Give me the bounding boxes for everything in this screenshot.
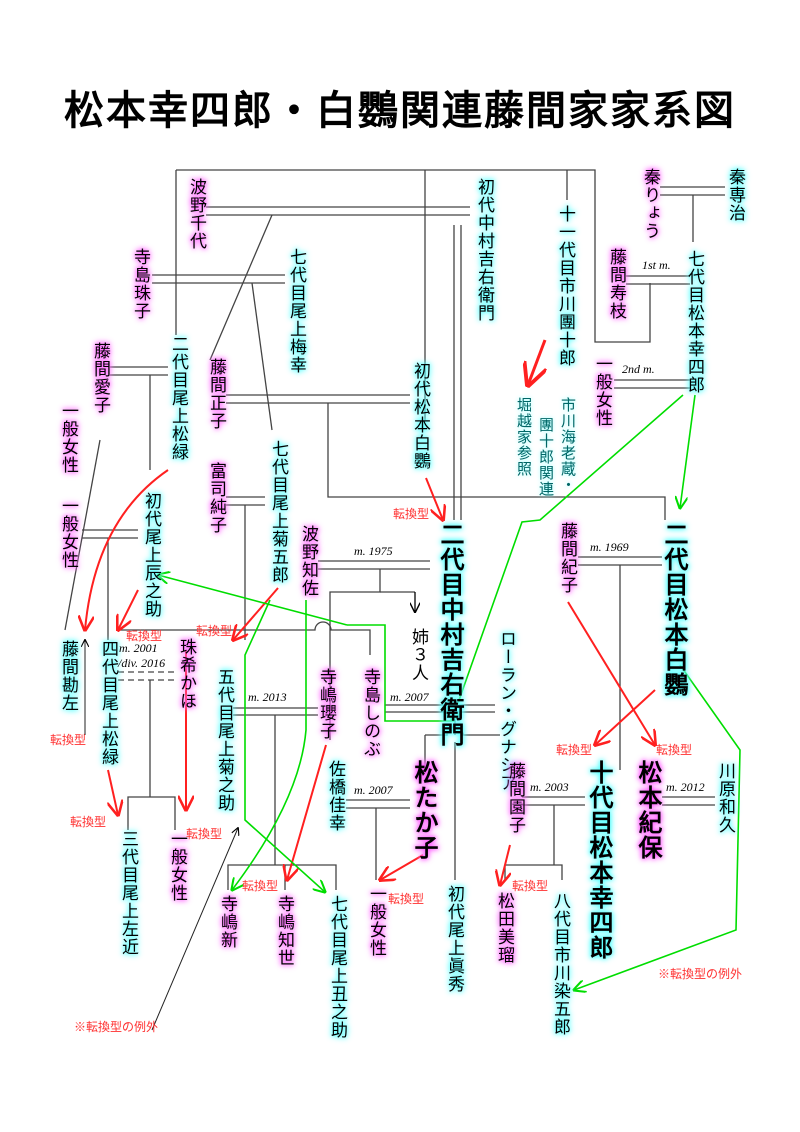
person-tomitsukasa-junko: 富司純子 [206,462,226,534]
person-kikugoro7: 七代目尾上菊五郎 [268,440,288,584]
person-ippan-josei-a: 一般女性 [592,355,612,427]
person-koshiro7: 七代目松本幸四郎 [684,250,704,394]
marriage-label-2001: m. 2001 [119,641,158,655]
transform-label: 転換型 [196,624,233,638]
marriage-label-2007-shinobu: m. 2007 [390,690,429,704]
person-hata-sennji: 秦専治 [725,168,745,222]
marriage-label-1969: m. 1969 [590,540,629,554]
diagram-title: 松本幸四郎・白鸚関連藤間家家系図 [64,87,736,134]
transform-label: 転換型 [50,733,87,747]
marriage-label-2013: m. 2013 [248,690,287,704]
person-makoto1: 初代尾上眞秀 [444,885,464,993]
transform-arrows [85,339,655,885]
note-ebizo: 市川海老蔵・ [559,397,577,493]
person-fujima-aiko: 藤間愛子 [90,342,110,414]
person-koshiro10: 十代目松本幸四郎 [585,760,614,960]
person-kichiemon2: 二代目中村吉右衛門 [436,522,465,747]
marriage-label-2003: m. 2003 [530,780,569,794]
person-ippan-josei-d: 一般女性 [167,830,187,902]
person-sahashi-yoshiyuki: 佐橋佳幸 [325,760,345,832]
person-fujima-sonoko: 藤間園子 [505,762,525,834]
person-sisters-3: 姉３人 [408,628,428,682]
person-baiko7: 七代目尾上梅幸 [286,248,306,374]
person-terashima-yoko: 寺嶋瓔子 [316,668,336,740]
person-matsumoto-kiho: 松本紀保 [634,760,663,860]
person-danjuro11: 十一代目市川團十郎 [555,205,575,367]
family-lines [64,169,725,1031]
person-fujima-masako: 藤間正子 [206,358,226,430]
marriage-label-2012: m. 2012 [666,780,705,794]
marriage-label-2nd: 2nd m. [622,362,655,376]
person-fujima-jue: 藤間寿枝 [606,248,626,320]
transform-label: 転換型 [126,629,163,643]
person-terashima-shinobu: 寺島しのぶ [360,668,380,758]
transform-label: 転換型 [512,879,549,893]
person-kichiemon1: 初代中村吉右衛門 [474,178,494,322]
person-terashima-chise: 寺嶋知世 [274,895,294,967]
transform-label: 転換型 [186,827,223,841]
note-horikoshi: 堀越家参照 [515,397,533,477]
person-shoroku2: 二代目尾上松緑 [168,335,188,461]
exception-arrows [158,394,741,990]
divorce-label-2016: /div. 2016 [118,656,166,670]
person-matsu-takako: 松たか子 [410,760,439,860]
person-matsuda-miru: 松田美瑠 [494,892,514,964]
person-ippan-josei-b: 一般女性 [58,402,78,474]
person-kikunosuke5: 五代目尾上菊之助 [214,668,234,812]
person-tatsunosuke1: 初代尾上辰之助 [141,492,161,618]
transform-label: 転換型 [556,743,593,757]
exception-label: ※転換型の例外 [74,1020,159,1034]
marriage-label-1975: m. 1975 [354,544,393,558]
person-hata-ryou: 秦りょう [640,168,660,240]
person-ippan-josei-c: 一般女性 [58,497,78,569]
person-shuki-kaho: 珠希かほ [176,638,196,710]
person-somegoro8: 八代目市川染五郎 [550,892,570,1036]
exception-label: ※転換型の例外 [658,967,743,981]
transform-label: 転換型 [388,892,425,906]
person-terashima-tamako: 寺島珠子 [130,248,150,320]
transform-label: 転換型 [393,507,430,521]
person-sakon3: 三代目尾上左近 [118,830,138,956]
person-hano-chisa: 波野知佐 [298,525,318,597]
person-ushinosuke7: 七代目尾上丑之助 [327,895,347,1039]
note-danjuro-related: 團十郎関連 [537,417,555,497]
person-terashima-shin: 寺嶋新 [217,895,237,949]
marriage-label-1st: 1st m. [642,258,671,272]
person-hano-chiyo: 波野千代 [186,178,206,250]
transform-label: 転換型 [656,743,693,757]
marriage-label-2007-takako: m. 2007 [354,783,393,797]
person-hakuo1: 初代松本白鸚 [410,362,430,470]
person-ippan-josei-e: 一般女性 [366,885,386,957]
person-laurent: ローラン・グナシア [496,630,516,792]
person-hakuo2: 二代目松本白鸚 [660,522,689,697]
person-fujima-noriko: 藤間紀子 [557,522,577,594]
person-kawahara-kazuhisa: 川原和久 [715,762,735,834]
transform-label: 転換型 [70,815,107,829]
person-fujima-kanza: 藤間勘左 [58,640,78,712]
transform-label: 転換型 [242,879,279,893]
person-shoroku4: 四代目尾上松緑 [98,640,118,766]
